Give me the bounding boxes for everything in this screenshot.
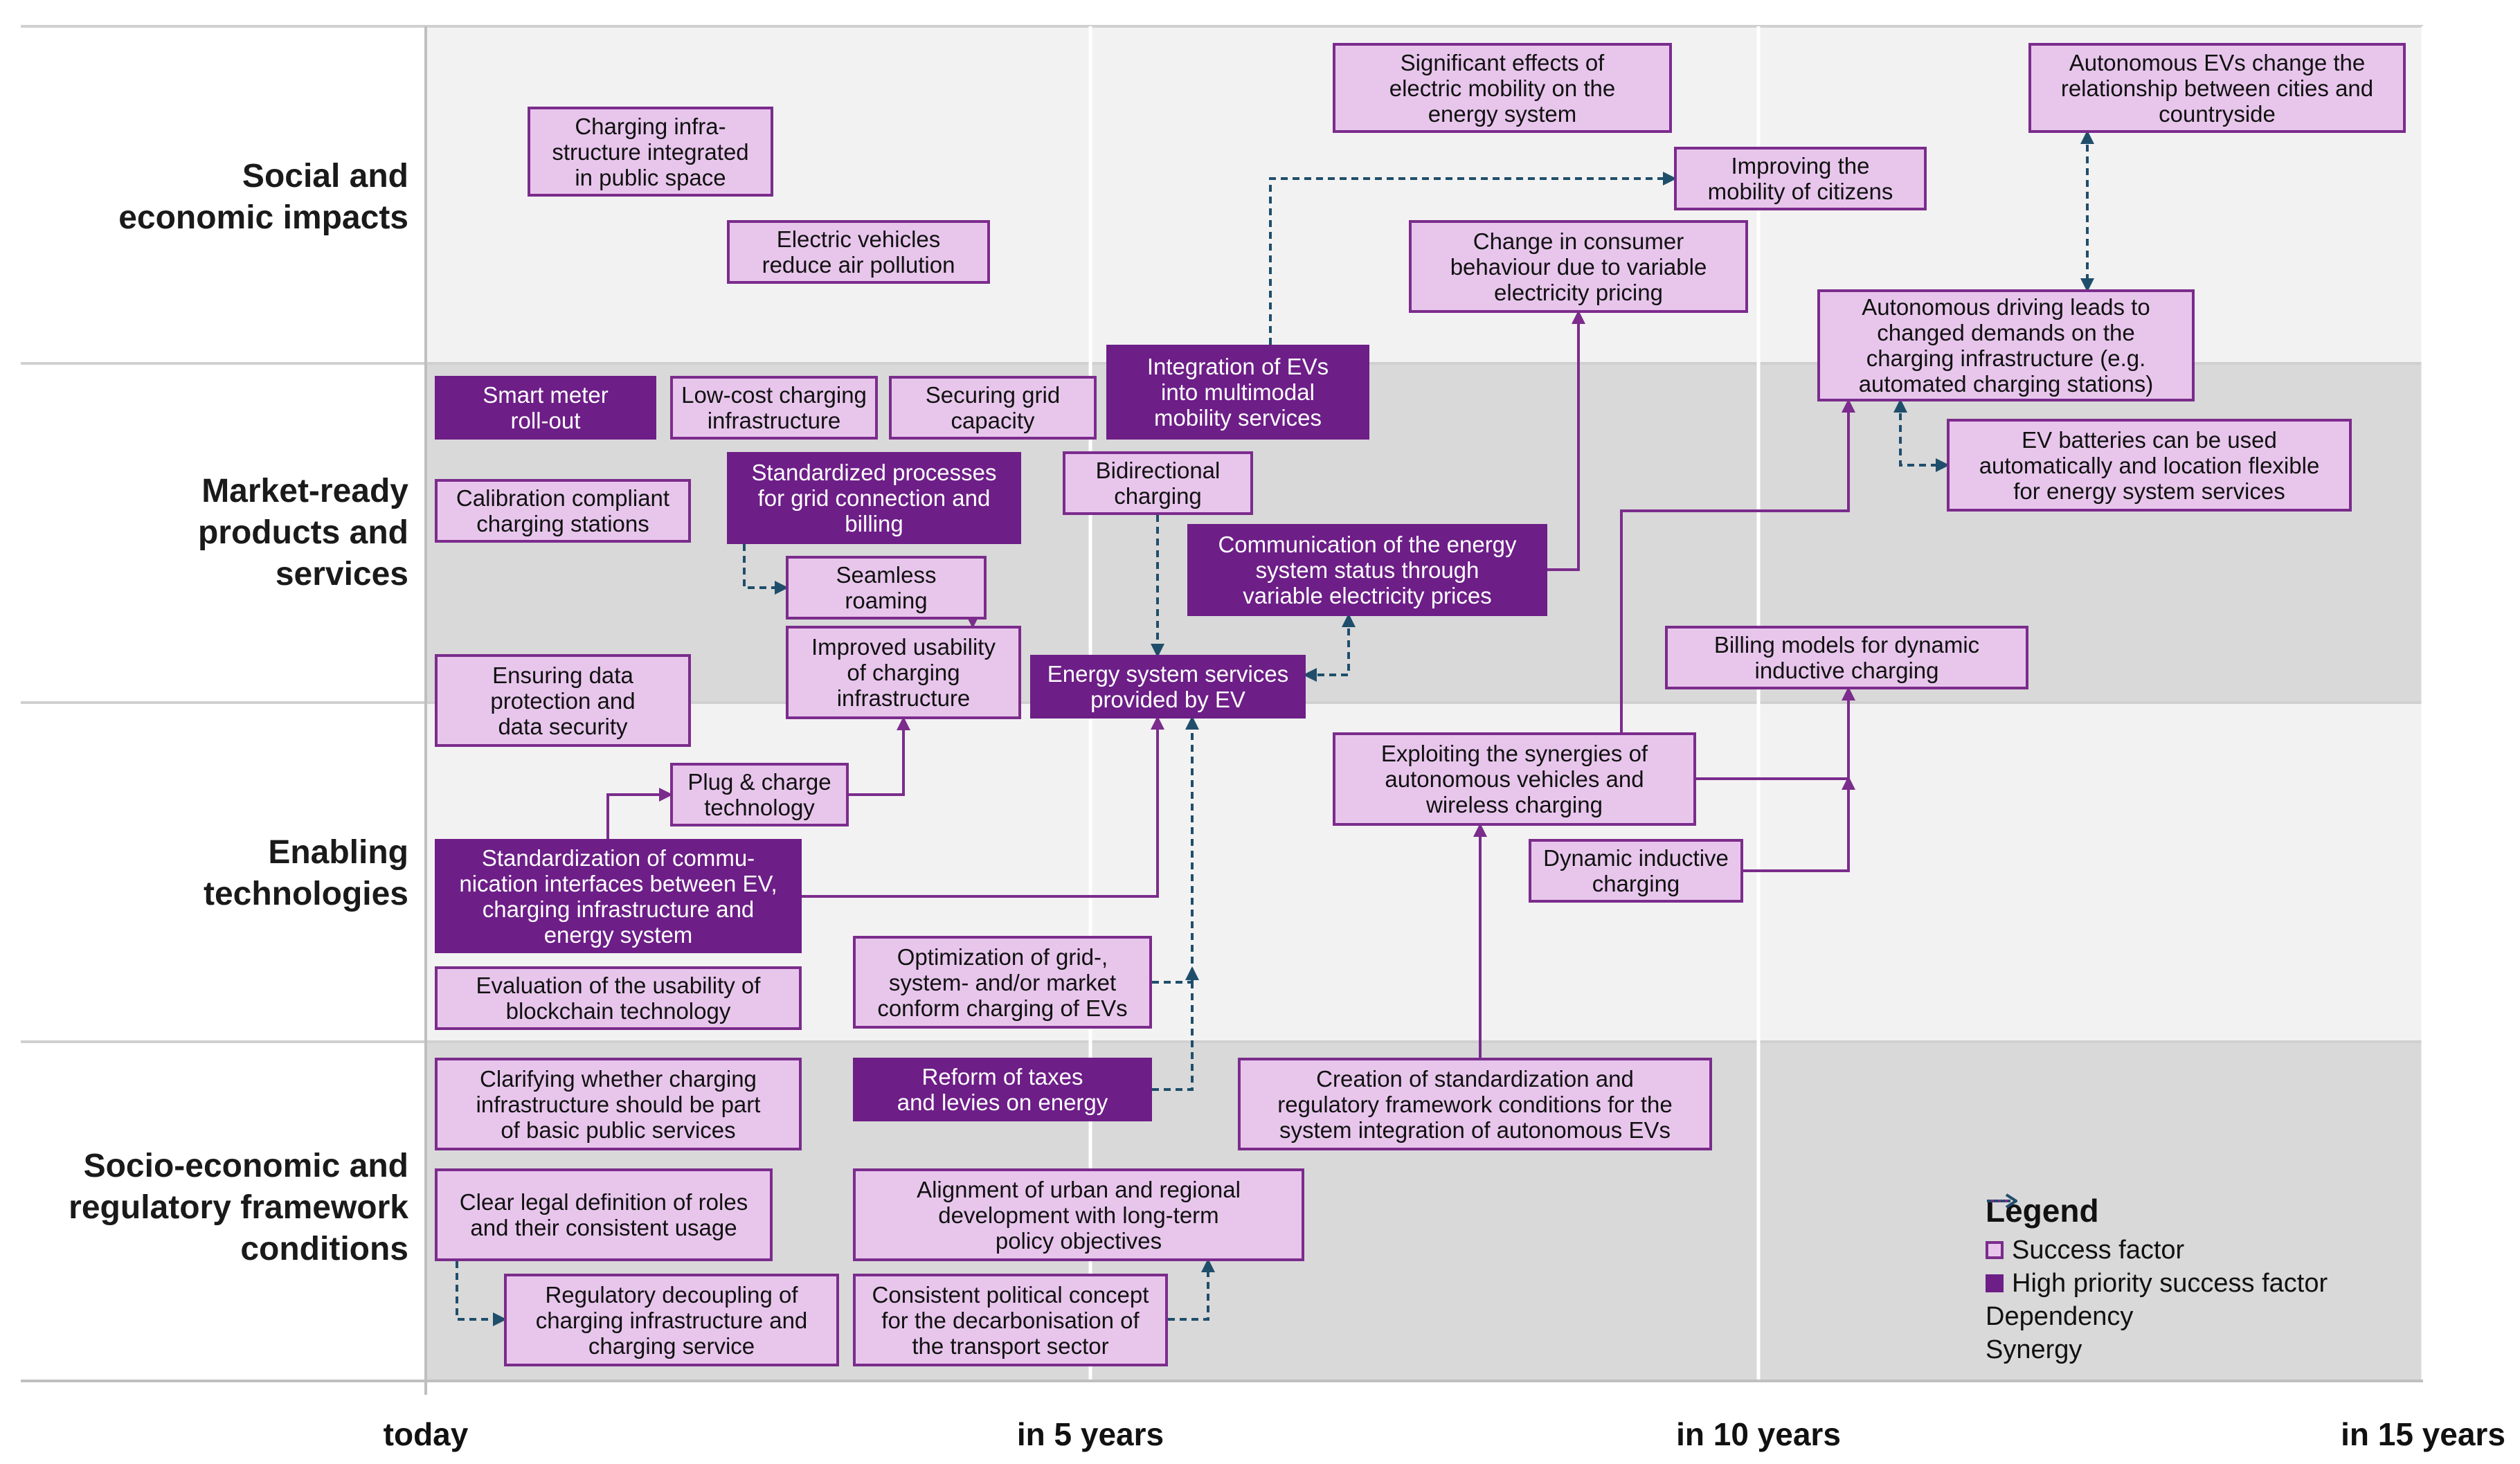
high-priority-factor-n29: Reform of taxes and levies on energy [853, 1058, 1152, 1121]
legend-title: Legend [1986, 1193, 2099, 1229]
success-factor-n22: Plug & charge technology [670, 763, 849, 826]
success-factor-n5: Change in consumer behaviour due to vari… [1409, 220, 1748, 313]
success-factor-n3: Significant effects of electric mobility… [1333, 43, 1672, 133]
success-factor-n25: Dynamic inductive charging [1529, 839, 1743, 903]
legend-success-factor-label: Success factor [2012, 1235, 2185, 1265]
dependency-edge-n24-n22 [606, 788, 673, 839]
success-factor-n12: Calibration compliant charging stations [435, 479, 691, 543]
dependency-edge-n16-n5 [1547, 310, 1585, 571]
synergy-edge-n7-n17 [1893, 399, 1950, 472]
success-factor-n17: EV batteries can be used automatically a… [1947, 419, 2352, 512]
high-priority-factor-n16: Communication of the energy system statu… [1187, 524, 1547, 616]
success-factor-n21: Billing models for dynamic inductive cha… [1665, 626, 2028, 689]
success-factor-n26: Optimization of grid-, system- and/or ma… [853, 936, 1152, 1029]
dependency-edge-n25-n21 [1743, 776, 1855, 872]
legend-row-high-priority: High priority success factor [1986, 1267, 2328, 1300]
high-priority-factor-n11: Integration of EVs into multimodal mobil… [1106, 345, 1369, 440]
synergy-edge-n11-n4 [1269, 172, 1677, 345]
dependency-edge-n22-n18 [849, 716, 910, 796]
row-label-enabling: Enabling technologies [203, 834, 408, 912]
timeline-label-0: today [383, 1416, 469, 1452]
success-factor-n30: Creation of standardization and regulato… [1238, 1058, 1712, 1150]
legend: Legend Success factor High priority succ… [1986, 1192, 2328, 1366]
synergy-edge-n34-n32 [1168, 1258, 1215, 1321]
high-priority-swatch-icon [1986, 1274, 2004, 1292]
success-factor-n1: Charging infra- structure integrated in … [528, 107, 773, 197]
success-factor-n6: Autonomous EVs change the relationship b… [2028, 43, 2406, 133]
success-factor-n32: Alignment of urban and regional developm… [853, 1168, 1304, 1261]
legend-high-priority-label: High priority success factor [2012, 1268, 2328, 1298]
success-factor-n20: Ensuring data protection and data securi… [435, 654, 691, 747]
success-factor-n28: Clarifying whether charging infrastructu… [435, 1058, 802, 1150]
synergy-edge-n19-n16 [1303, 613, 1356, 682]
high-priority-factor-n13: Standardized processes for grid connecti… [727, 452, 1021, 544]
high-priority-factor-n24: Standardization of commu- nication inter… [435, 839, 802, 953]
timeline-label-1: in 5 years [1016, 1416, 1164, 1452]
timeline-label-3: in 15 years [2341, 1416, 2505, 1452]
success-factor-n27: Evaluation of the usability of blockchai… [435, 966, 802, 1030]
synergy-arrow-icon [1987, 1193, 2017, 1209]
success-factor-n2: Electric vehicles reduce air pollution [727, 220, 990, 284]
legend-row-synergy: Synergy [1986, 1193, 2328, 1366]
success-factor-n10: Securing grid capacity [889, 376, 1097, 440]
high-priority-factor-n8: Smart meter roll-out [435, 376, 656, 440]
success-factor-n15: Seamless roaming [786, 556, 987, 620]
success-factor-n7: Autonomous driving leads to changed dema… [1817, 289, 2195, 401]
timeline-label-2: in 10 years [1676, 1416, 1841, 1452]
dependency-edge-n23-n7 [1620, 399, 1855, 732]
success-factor-n18: Improved usability of charging infrastru… [786, 626, 1021, 719]
success-factor-n14: Bidirectional charging [1063, 451, 1253, 515]
legend-row-dependency: Dependency [1986, 1193, 2328, 1333]
row-label-regulatory: Socio-economic and regulatory framework … [69, 1148, 408, 1267]
success-factor-n31: Clear legal definition of roles and thei… [435, 1168, 773, 1261]
high-priority-factor-n19: Energy system services provided by EV [1030, 655, 1306, 719]
success-factor-n34: Consistent political concept for the dec… [853, 1274, 1168, 1366]
legend-row-success-factor: Success factor [1986, 1233, 2328, 1267]
dependency-edge-n24-n19 [802, 716, 1164, 898]
row-label-social: Social and economic impacts [118, 158, 408, 236]
row-label-market: Market-ready products and services [197, 473, 408, 593]
legend-dependency-label: Dependency [1986, 1301, 2134, 1331]
synergy-edge-n29-n19 [1152, 966, 1199, 1091]
legend-synergy-label: Synergy [1986, 1335, 2082, 1364]
synergy-edge-n13-n15 [743, 544, 789, 595]
success-factor-n23: Exploiting the synergies of autonomous v… [1333, 732, 1696, 826]
success-factor-swatch-icon [1986, 1241, 2004, 1259]
success-factor-n33: Regulatory decoupling of charging infras… [504, 1274, 839, 1366]
success-factor-n4: Improving the mobility of citizens [1674, 147, 1927, 210]
success-factor-n9: Low-cost charging infrastructure [670, 376, 878, 440]
